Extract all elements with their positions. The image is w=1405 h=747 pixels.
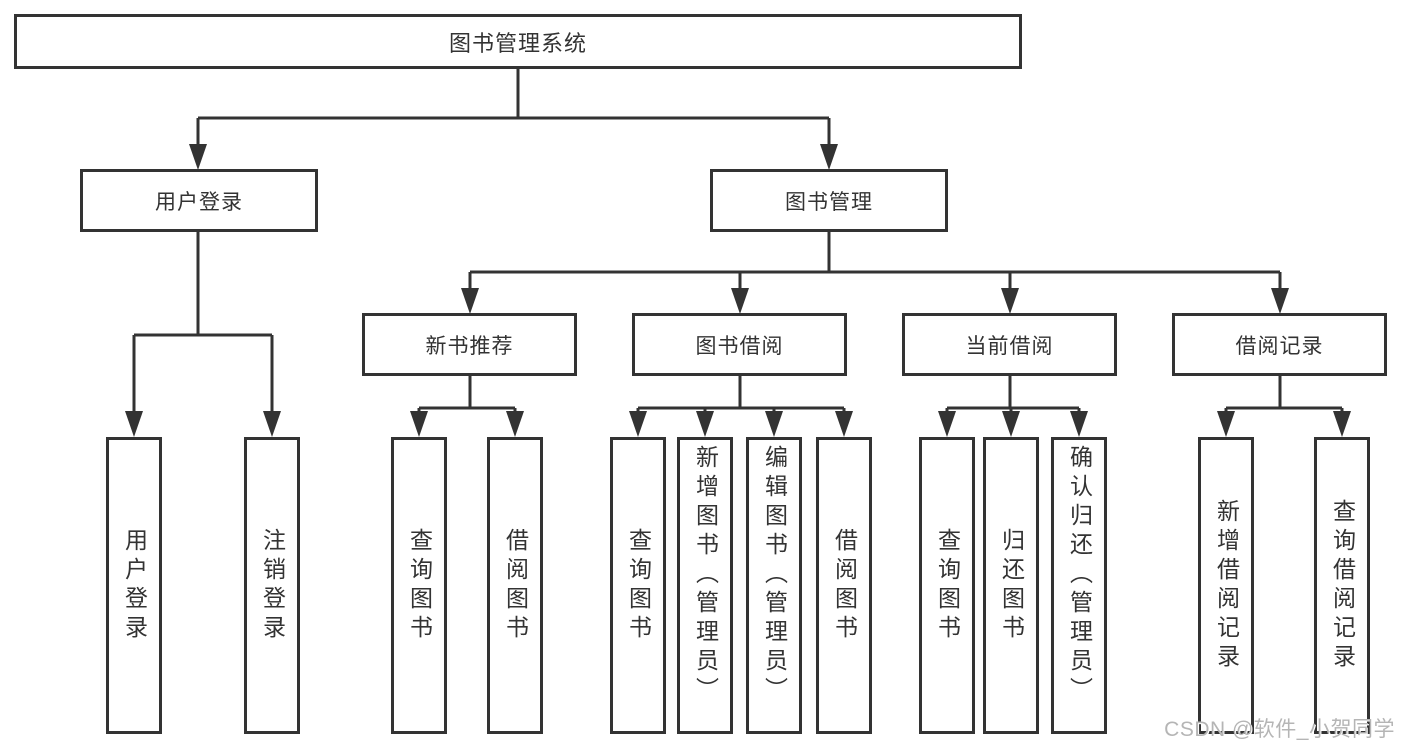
node-current-borrow: 当前借阅 [902, 313, 1117, 376]
arrow-down-icon [765, 411, 783, 437]
leaf-label: 注销登录 [259, 527, 286, 644]
node-new-book-recommend: 新书推荐 [362, 313, 577, 376]
node-book-management: 图书管理 [710, 169, 948, 232]
leaf-label: 查询借阅记录 [1329, 498, 1356, 673]
leaf-confirm-return-admin: 确认归还（管理员） [1051, 437, 1107, 734]
leaf-query-borrow-record: 查询借阅记录 [1314, 437, 1370, 734]
csdn-watermark: CSDN @软件_小贺同学 [1164, 718, 1395, 741]
leaf-borrow-books: 借阅图书 [816, 437, 872, 734]
connector-current-borrow-to-leaves [938, 376, 1088, 437]
arrow-down-icon [461, 288, 479, 314]
leaf-label: 借阅图书 [502, 527, 529, 644]
arrow-down-icon [1002, 411, 1020, 437]
connector-line [468, 232, 1282, 291]
connector-book-borrow-to-leaves [629, 376, 853, 437]
leaf-query-books-recommend: 查询图书 [391, 437, 447, 734]
leaf-label: 新增借阅记录 [1213, 498, 1240, 673]
node-label: 图书管理系统 [448, 30, 587, 56]
leaf-query-books-current: 查询图书 [919, 437, 975, 734]
node-user-login: 用户登录 [80, 169, 318, 232]
arrow-down-icon [1333, 411, 1351, 437]
arrow-down-icon [629, 411, 647, 437]
node-label: 当前借阅 [965, 334, 1054, 358]
leaf-label: 查询图书 [934, 527, 961, 644]
arrow-down-icon [938, 411, 956, 437]
leaf-return-books: 归还图书 [983, 437, 1039, 734]
connector-line [417, 376, 517, 416]
leaf-query-books-borrow: 查询图书 [610, 437, 666, 734]
node-label: 图书借阅 [695, 334, 784, 358]
connector-user-login-to-leaves [125, 232, 281, 437]
node-label: 新书推荐 [425, 334, 514, 358]
connector-root-to-level2 [189, 69, 838, 170]
leaf-label: 查询图书 [625, 527, 652, 644]
arrow-down-icon [506, 411, 524, 437]
arrow-down-icon [696, 411, 714, 437]
connector-line [945, 376, 1081, 416]
node-library-system: 图书管理系统 [14, 14, 1022, 69]
leaf-label: 新增图书（管理员） [692, 445, 719, 706]
node-label: 用户登录 [155, 190, 243, 214]
connector-line [132, 232, 274, 414]
arrow-down-icon [731, 288, 749, 314]
connector-line [636, 376, 846, 416]
leaf-label: 确认归还（管理员） [1066, 445, 1093, 706]
connector-new-book-to-leaves [410, 376, 524, 437]
arrow-down-icon [1271, 288, 1289, 314]
connector-borrow-records-to-leaves [1217, 376, 1351, 437]
leaf-label: 用户登录 [121, 527, 148, 644]
leaf-user-login: 用户登录 [106, 437, 162, 734]
connector-line [196, 69, 831, 146]
leaf-add-books-admin: 新增图书（管理员） [677, 437, 733, 734]
leaf-add-borrow-record: 新增借阅记录 [1198, 437, 1254, 734]
leaf-borrow-books-recommend: 借阅图书 [487, 437, 543, 734]
arrow-down-icon [1070, 411, 1088, 437]
leaf-label: 编辑图书（管理员） [761, 445, 788, 706]
leaf-logout: 注销登录 [244, 437, 300, 734]
arrow-down-icon [1217, 411, 1235, 437]
arrow-down-icon [125, 411, 143, 437]
arrow-down-icon [410, 411, 428, 437]
arrow-down-icon [1001, 288, 1019, 314]
connector-book-management-to-level3 [461, 232, 1289, 314]
leaf-label: 借阅图书 [831, 527, 858, 644]
node-label: 借阅记录 [1235, 334, 1324, 358]
node-borrow-records: 借阅记录 [1172, 313, 1387, 376]
leaf-label: 归还图书 [998, 527, 1025, 644]
leaf-edit-books-admin: 编辑图书（管理员） [746, 437, 802, 734]
connector-line [1224, 376, 1344, 416]
arrow-down-icon [263, 411, 281, 437]
node-label: 图书管理 [785, 190, 873, 214]
arrow-down-icon [820, 144, 838, 170]
node-book-borrow: 图书借阅 [632, 313, 847, 376]
arrow-down-icon [189, 144, 207, 170]
leaf-label: 查询图书 [406, 527, 433, 644]
arrow-down-icon [835, 411, 853, 437]
